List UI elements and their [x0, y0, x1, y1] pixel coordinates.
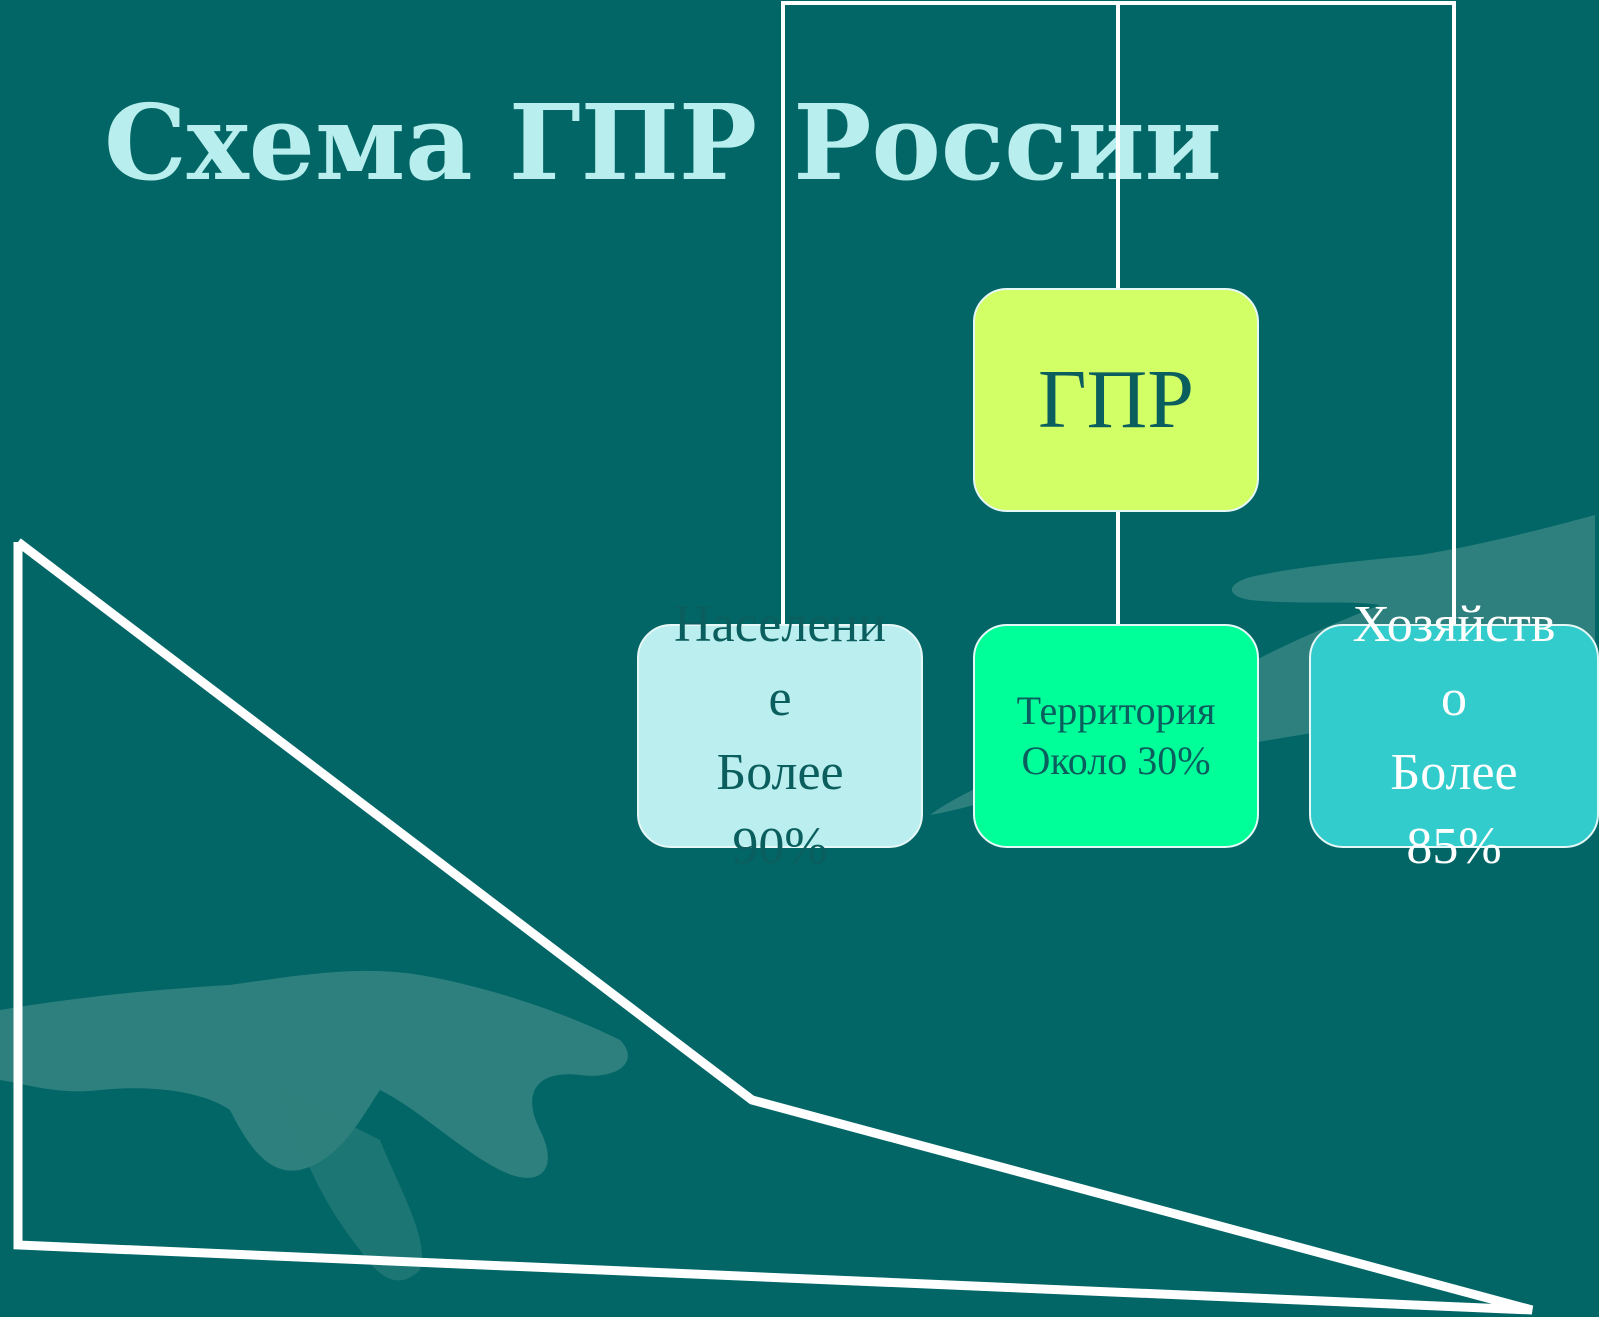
economy-node-label: Хозяйств о Более 85% — [1352, 596, 1556, 875]
territory-node-label: Территория Около 30% — [1016, 688, 1216, 783]
diagram-root-node: ГПР — [973, 288, 1259, 512]
diagram-node-economy: Хозяйств о Более 85% — [1309, 596, 1599, 875]
page-title: Схема ГПР России — [104, 81, 1222, 204]
diagram-node-population: Населени е Более 90% — [637, 596, 923, 875]
diagram-node-territory: Территория Около 30% — [973, 624, 1259, 848]
root-node-label: ГПР — [1038, 353, 1194, 446]
population-node-label: Населени е Более 90% — [673, 596, 887, 875]
